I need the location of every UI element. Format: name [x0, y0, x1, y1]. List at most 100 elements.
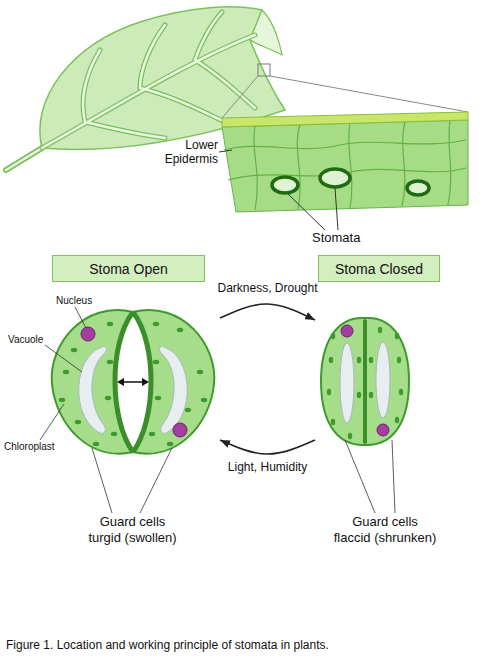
chloroplast — [329, 357, 333, 363]
state-heading: Stoma Closed — [318, 255, 440, 282]
vein — [140, 88, 225, 122]
part-label: Vacuole — [8, 334, 53, 346]
guard-cell — [133, 310, 214, 454]
leader-line — [40, 404, 64, 440]
arrow-head — [142, 378, 149, 386]
chloroplast — [185, 408, 191, 412]
chloroplast — [63, 370, 69, 374]
leaf-curl — [250, 10, 282, 55]
stoma-pore — [272, 177, 298, 193]
vein — [195, 12, 222, 60]
guard-cell — [321, 318, 365, 445]
chloroplast — [348, 433, 352, 439]
chloroplast — [59, 398, 65, 402]
connectors — [220, 304, 315, 454]
chloroplast — [369, 392, 373, 398]
chloroplast — [93, 442, 99, 446]
state-heading: Stoma Open — [52, 255, 205, 282]
epidermis-tissue — [222, 120, 468, 212]
cell-wall — [448, 120, 451, 205]
cell-wall — [349, 123, 352, 208]
vein — [195, 60, 255, 108]
open-stoma — [40, 307, 214, 513]
leader-line — [219, 150, 232, 152]
leader-line — [335, 188, 338, 230]
epidermis-panel — [219, 112, 468, 230]
chloroplast — [395, 417, 399, 423]
zoom-square — [258, 64, 270, 76]
closed-stoma — [321, 318, 409, 513]
transition-condition: Darkness, Drought — [188, 281, 348, 295]
transition-arrow — [220, 440, 315, 454]
nucleus — [81, 327, 95, 341]
guard-cell — [52, 310, 133, 454]
chloroplast — [149, 432, 155, 436]
vein — [83, 50, 100, 122]
state-title: Stoma Open — [89, 261, 168, 277]
cell-walls — [224, 120, 466, 210]
leader-line — [288, 194, 325, 230]
vein — [140, 25, 165, 88]
chloroplast — [71, 348, 77, 352]
chloroplast — [357, 392, 361, 398]
leader-line — [345, 440, 375, 513]
stoma-pore — [320, 169, 350, 187]
chloroplast — [399, 389, 403, 395]
chloroplast — [331, 333, 335, 339]
zoom-line — [270, 76, 468, 112]
leader-line — [92, 448, 112, 513]
part-label: Lower Epidermis — [152, 138, 218, 167]
chloroplast — [107, 322, 113, 326]
petiole — [6, 148, 42, 170]
part-label: Stomata — [312, 230, 372, 246]
pore-width-arrow — [121, 381, 145, 383]
vein — [83, 50, 100, 122]
chloroplast — [153, 360, 159, 364]
cell-wall — [224, 140, 466, 150]
chloroplast — [153, 322, 159, 326]
vacuole — [159, 347, 187, 434]
nucleus — [377, 424, 389, 436]
cell-wall — [297, 124, 300, 209]
state-title: Stoma Closed — [335, 261, 423, 277]
chloroplast — [369, 357, 373, 363]
leader-line — [45, 345, 82, 372]
chloroplast — [327, 389, 331, 395]
cell-wall — [402, 121, 405, 206]
nucleus — [341, 325, 353, 337]
arrow-head — [117, 378, 124, 386]
vein — [195, 60, 255, 108]
stoma-pore — [407, 181, 429, 195]
chloroplast — [378, 327, 382, 333]
chloroplast — [201, 398, 207, 402]
part-label: Chloroplast — [4, 441, 64, 453]
leader-line — [140, 448, 172, 513]
chloroplast — [331, 419, 335, 425]
vein — [85, 122, 165, 138]
vein — [140, 88, 225, 122]
guard-cell — [365, 318, 409, 445]
transition-arrow — [220, 304, 315, 320]
chloroplasts — [59, 322, 207, 446]
chloroplast — [177, 328, 183, 332]
chloroplast — [197, 370, 203, 374]
stoma-state: Guard cells flaccid (shrunken) — [315, 306, 455, 546]
vein — [85, 122, 165, 138]
inner-wall — [363, 320, 367, 443]
cell-wall — [254, 126, 258, 210]
chloroplast — [107, 360, 113, 364]
chloroplast — [111, 432, 117, 436]
vacuole — [376, 342, 390, 418]
leader-line — [75, 307, 86, 328]
vacuole — [79, 347, 107, 434]
chloroplast — [155, 396, 161, 400]
chloroplast — [167, 442, 173, 446]
chloroplast — [105, 396, 111, 400]
chloroplast — [357, 357, 361, 363]
chloroplast — [397, 357, 401, 363]
